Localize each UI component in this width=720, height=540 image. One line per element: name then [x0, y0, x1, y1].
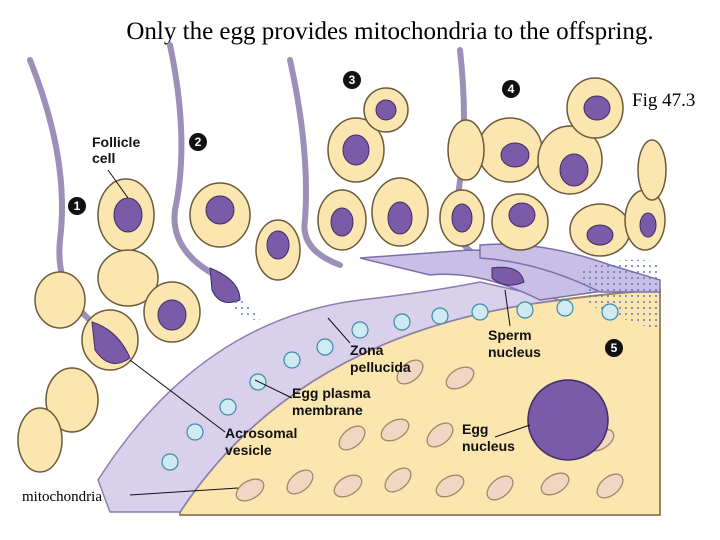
step-number: 4 [508, 82, 515, 96]
figure-reference: Fig 47.3 [632, 90, 696, 111]
step-badge-4: 4 [502, 80, 520, 98]
follicle-nuclei [113, 95, 657, 331]
label-egg-nucleus-1: Egg [462, 421, 488, 437]
label-zona-1: Zona [350, 342, 384, 358]
step-number: 3 [349, 73, 356, 87]
step-badge-2: 2 [189, 133, 207, 151]
egg-nucleus [527, 379, 609, 461]
step-badge-3: 3 [343, 71, 361, 89]
step-number: 5 [611, 341, 618, 355]
label-egg-plasma-2: membrane [292, 402, 363, 418]
label-acrosomal-2: vesicle [225, 442, 272, 458]
step-number: 1 [74, 199, 81, 213]
label-egg-plasma-1: Egg plasma [292, 385, 371, 401]
zona-pellucida [97, 281, 561, 513]
leader-lines [107, 169, 531, 496]
step-badge-1: 1 [68, 197, 86, 215]
sperm-heads [91, 266, 525, 364]
label-follicle-2: cell [92, 150, 115, 166]
label-sperm-2: nucleus [488, 344, 541, 360]
label-follicle-1: Follicle [92, 134, 140, 150]
mitochondria-label: mitochondria [22, 489, 102, 505]
cortical-granules [161, 299, 619, 471]
label-egg-nucleus-2: nucleus [462, 438, 515, 454]
step-badge-5: 5 [605, 339, 623, 357]
label-acrosomal-1: Acrosomal [225, 425, 297, 441]
step-number: 2 [195, 135, 202, 149]
mitochondria-shapes [235, 359, 624, 502]
label-sperm-1: Sperm [488, 327, 532, 343]
slide-title: Only the egg provides mitochondria to th… [126, 18, 654, 45]
label-zona-2: pellucida [350, 359, 411, 375]
sperm-dots [580, 259, 660, 330]
